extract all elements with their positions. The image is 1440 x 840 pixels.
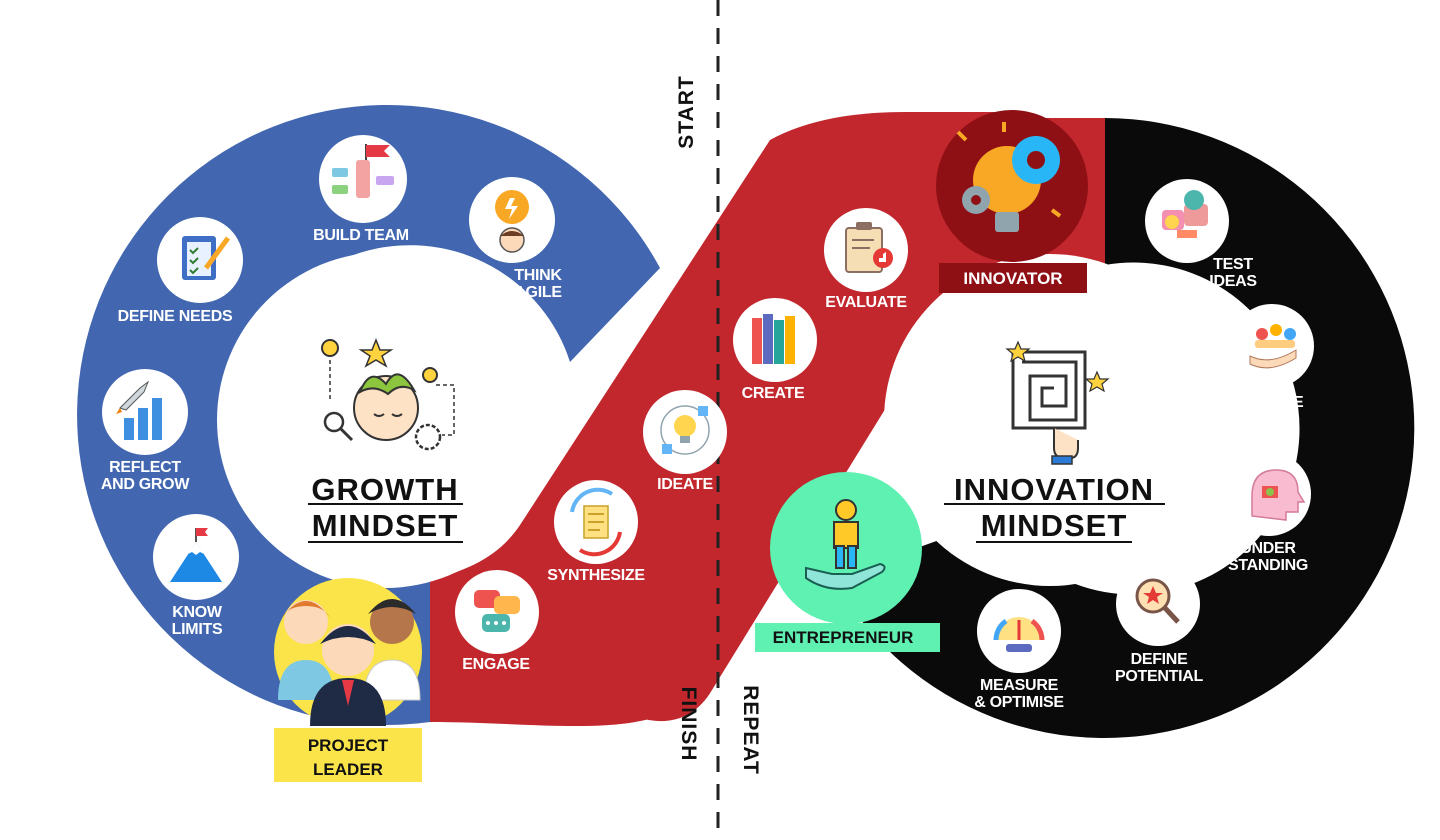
step-engage: ENGAGE — [455, 570, 539, 673]
step-create-value-label-2: VALUE — [1246, 411, 1298, 428]
step-reflect-grow: REFLECT AND GROW — [101, 369, 191, 493]
innovation-band — [833, 118, 1415, 738]
step-ideate: IDEATE — [643, 390, 727, 493]
step-think-agile: THINK AGILE — [469, 177, 563, 301]
entrepreneur: ENTREPRENEUR — [755, 472, 940, 652]
team-people-icon — [278, 599, 421, 726]
repeat-label: REPEAT — [739, 685, 762, 775]
step-test-ideas-label-1: TEST — [1213, 256, 1253, 273]
team-chart-icon — [332, 144, 394, 198]
hand-people-icon — [1249, 324, 1297, 369]
step-define-potential-label-2: POTENTIAL — [1115, 668, 1203, 685]
step-define-potential: DEFINE POTENTIAL — [1115, 562, 1204, 685]
innovator-label: INNOVATOR — [963, 269, 1062, 288]
step-know-limits-label-1: KNOW — [172, 604, 223, 621]
mountain-flag-icon — [170, 528, 222, 582]
step-reflect-grow-label-2: AND GROW — [101, 476, 190, 493]
books-icon — [752, 314, 795, 364]
step-evaluate: EVALUATE — [824, 208, 908, 311]
finish-label: FINISH — [677, 687, 700, 762]
step-understanding-label-2: STANDING — [1228, 557, 1308, 574]
step-reflect-grow-label-1: REFLECT — [109, 459, 181, 476]
step-synthesize: SYNTHESIZE — [547, 480, 646, 584]
project-leader: PROJECT LEADER — [274, 578, 422, 782]
document-cycle-icon — [570, 487, 622, 557]
innovation-title-line2: MINDSET — [981, 508, 1128, 543]
clipboard-like-icon — [845, 222, 893, 273]
maze-icon — [1005, 340, 1110, 465]
step-measure-optimise-label-1: MEASURE — [980, 677, 1059, 694]
idea-head-icon — [495, 190, 529, 253]
step-evaluate-label: EVALUATE — [825, 294, 907, 311]
idea-bulb-icon — [660, 405, 710, 455]
step-think-agile-label-1: THINK — [514, 267, 562, 284]
step-test-ideas: TEST IDEAS — [1145, 179, 1258, 290]
step-define-needs-label: DEFINE NEEDS — [118, 308, 233, 325]
growth-title-line1: GROWTH — [311, 472, 458, 507]
step-understanding-label-1: UNDER — [1240, 540, 1296, 557]
idea-test-icon — [1162, 190, 1208, 238]
rocket-chart-icon — [116, 380, 162, 440]
project-leader-label-2: LEADER — [313, 760, 383, 779]
innovation-title-line1: INNOVATION — [954, 472, 1154, 507]
head-profile-icon — [1251, 469, 1306, 521]
hand-person-icon — [805, 499, 886, 590]
step-know-limits-label-2: LIMITS — [172, 621, 223, 638]
chat-bubbles-icon — [474, 590, 520, 632]
step-know-limits: KNOW LIMITS — [153, 514, 239, 638]
growth-mind-icon — [321, 337, 455, 451]
step-synthesize-label: SYNTHESIZE — [547, 567, 645, 584]
step-create: CREATE — [733, 298, 817, 402]
step-build-team: BUILD TEAM — [313, 135, 409, 244]
step-understanding: UNDER STANDING — [1227, 452, 1311, 574]
step-test-ideas-label-2: IDEAS — [1209, 273, 1257, 290]
step-create-value-label-1: CREATE — [1241, 394, 1304, 411]
checklist-icon — [182, 236, 231, 280]
step-ideate-label: IDEATE — [657, 476, 713, 493]
project-leader-label-1: PROJECT — [308, 736, 389, 755]
gauge-icon — [993, 617, 1045, 652]
start-label: START — [675, 75, 698, 148]
step-measure-optimise: MEASURE & OPTIMISE — [974, 589, 1065, 711]
step-engage-label: ENGAGE — [462, 656, 530, 673]
step-define-needs: DEFINE NEEDS — [118, 217, 243, 325]
step-build-team-label: BUILD TEAM — [313, 227, 409, 244]
innovator: INNOVATOR — [936, 110, 1088, 293]
entrepreneur-label: ENTREPRENEUR — [773, 628, 914, 647]
magnifier-badge-icon — [1135, 578, 1180, 624]
bulb-gears-icon — [956, 122, 1062, 232]
growth-title-line2: MINDSET — [312, 508, 459, 543]
step-measure-optimise-label-2: & OPTIMISE — [974, 694, 1064, 711]
step-define-potential-label-1: DEFINE — [1131, 651, 1189, 668]
step-think-agile-label-2: AGILE — [514, 284, 562, 301]
step-create-value: CREATE VALUE — [1230, 304, 1314, 428]
step-create-label: CREATE — [742, 385, 805, 402]
